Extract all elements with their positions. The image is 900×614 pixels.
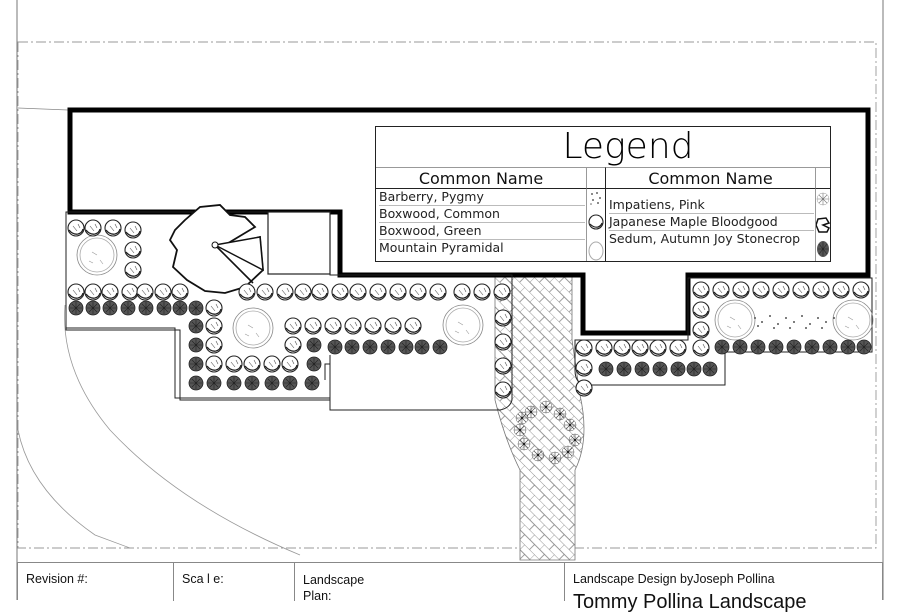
- legend-title: Legend: [562, 126, 694, 167]
- legend-right-column: Impatiens, Pink Japanese Maple Bloodgood…: [609, 189, 814, 247]
- scale-field: Sca l e:: [173, 563, 294, 601]
- legend-right-symbols: [815, 189, 831, 261]
- japanese-maple-tree: [168, 204, 264, 294]
- stipple-shrub-icon: [590, 192, 601, 205]
- legend-item: Barberry, Pygmy: [379, 189, 585, 206]
- legend-header-left: Common Name: [376, 167, 586, 189]
- lobed-tree-icon: [815, 217, 831, 233]
- legend-item: Sedum, Autumn Joy Stonecrop: [609, 231, 801, 246]
- legend-item: Japanese Maple Bloodgood: [609, 214, 814, 231]
- legend-item: Boxwood, Common: [379, 206, 585, 223]
- starburst-flower-icon: [816, 192, 830, 206]
- legend-header-left-symbol: [586, 167, 605, 189]
- dark-rosette-icon: [817, 241, 829, 257]
- landscape-plan-drawing: [16, 0, 884, 600]
- designer-credit: Landscape Design byJoseph Pollina: [573, 572, 775, 586]
- legend-header-right-symbol: [815, 167, 830, 189]
- plan-name-field: Landscape Plan:: [294, 563, 564, 603]
- plant-legend: Legend Common Name Common Name Barberry,…: [375, 126, 831, 262]
- plan-label-line1: Landscape: [303, 573, 365, 587]
- revision-field: Revision #:: [26, 572, 88, 586]
- title-block: Revision #: Sca l e: Landscape Plan: Lan…: [17, 562, 883, 613]
- legend-item: Boxwood, Green: [379, 223, 585, 240]
- legend-header-right: Common Name: [605, 167, 815, 189]
- legend-left-symbols: [586, 189, 605, 261]
- legend-divider: [605, 189, 606, 261]
- legend-left-column: Barberry, Pygmy Boxwood, Common Boxwood,…: [379, 189, 585, 256]
- designer-field: Landscape Design byJoseph Pollina Tommy …: [564, 563, 882, 613]
- open-circle-tree-icon: [588, 241, 604, 261]
- legend-item: Mountain Pyramidal: [379, 240, 504, 255]
- company-name: Tommy Pollina Landscape: [573, 591, 807, 613]
- legend-item: Impatiens, Pink: [609, 197, 814, 214]
- plan-label-line2: Plan:: [303, 589, 332, 603]
- round-shrub-icon: [588, 214, 604, 230]
